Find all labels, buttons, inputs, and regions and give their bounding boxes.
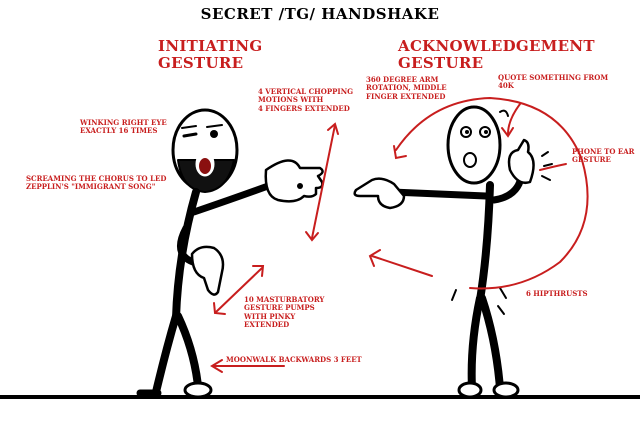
right-figure-head xyxy=(446,105,502,185)
left-figure-right-arm xyxy=(190,182,272,216)
right-figure-right-leg xyxy=(478,294,504,392)
chopping-arrow xyxy=(311,124,336,239)
right-figure-middle-finger-hand xyxy=(353,177,406,210)
left-figure-eye xyxy=(210,130,218,138)
pumps-arrow xyxy=(215,267,263,313)
label-moonwalk: MOONWALK BACKWARDS 3 FEET xyxy=(226,355,362,364)
right-figure-phone-hand xyxy=(507,138,535,184)
label-arm-rotation: 360 DEGREE ARM ROTATION, MIDDLE FINGER E… xyxy=(366,75,447,101)
left-figure-pinky-fist xyxy=(190,245,225,296)
right-figure-mouth xyxy=(463,152,477,168)
acknowledgement-figure xyxy=(353,105,553,399)
left-figure-right-leg xyxy=(174,312,202,390)
annotation-arrows xyxy=(210,96,589,373)
label-phone-to-ear: PHONE TO EAR GESTURE xyxy=(572,147,635,165)
label-hipthrusts: 6 HIPTHRUSTS xyxy=(526,289,588,298)
initiating-figure xyxy=(136,108,324,399)
right-figure-torso xyxy=(476,181,494,304)
label-quote-40k: QUOTE SOMETHING FROM 40K xyxy=(498,73,609,91)
quote-arrow xyxy=(507,103,521,135)
label-pumps: 10 MASTURBATORY GESTURE PUMPS WITH PINKY… xyxy=(244,295,325,330)
left-figure-left-leg xyxy=(152,312,180,396)
label-winking: WINKING RIGHT EYE EXACTLY 16 TIMES xyxy=(80,118,167,136)
left-figure-winking-eye xyxy=(182,132,198,138)
rotation-lower-arrow xyxy=(371,255,433,277)
right-figure-left-leg xyxy=(467,294,484,392)
rotation-arc xyxy=(395,96,589,290)
right-figure-extended-arm xyxy=(388,188,490,200)
comic-title: SECRET /TG/ HANDSHAKE xyxy=(200,5,440,23)
phone-arrow xyxy=(539,163,567,171)
label-screaming: SCREAMING THE CHORUS TO LED ZEPPLIN'S "I… xyxy=(26,174,167,192)
left-figure-open-hand xyxy=(264,159,324,203)
label-chopping: 4 VERTICAL CHOPPING MOTIONS WITH 4 FINGE… xyxy=(258,87,354,113)
acknowledgement-gesture-heading: ACKNOWLEDGEMENT GESTURE xyxy=(398,37,595,72)
initiating-gesture-heading: INITIATING GESTURE xyxy=(158,37,263,72)
